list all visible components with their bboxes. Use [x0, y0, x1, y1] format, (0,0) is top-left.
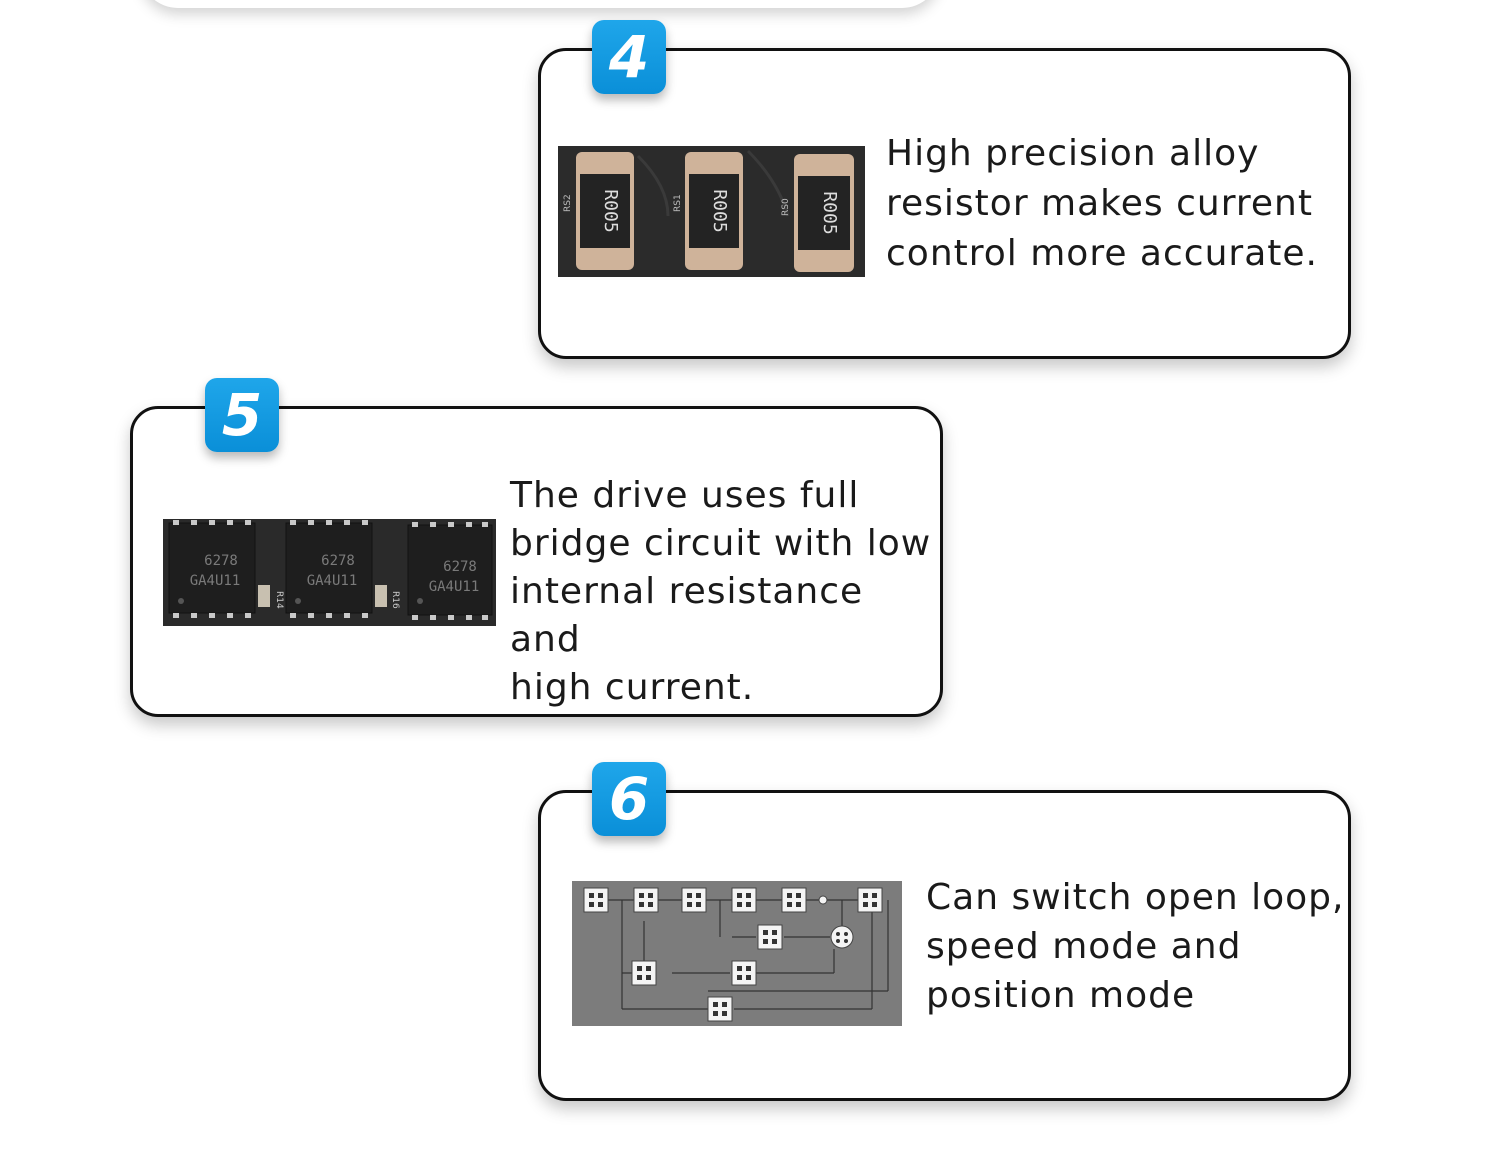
resistor-photo: R005 RS2 R005 RS1 R005 RS0 [558, 146, 865, 277]
card-5-line-1: The drive uses full [510, 475, 860, 516]
chip-1-line-1: 6278 [204, 553, 238, 569]
chip-2-line-2: GA4U11 [307, 573, 358, 589]
card-4-line-1: High precision alloy [886, 133, 1260, 174]
chip-3-line-2: GA4U11 [429, 579, 480, 595]
chip-1-line-2: GA4U11 [190, 573, 241, 589]
resistor-ref-1: RS2 [563, 194, 573, 212]
feature-card-4: R005 RS2 R005 RS1 R005 RS0 High precisio… [538, 48, 1351, 359]
chip-2-line-1: 6278 [321, 553, 355, 569]
mosfet-ref-2: R16 [390, 591, 400, 609]
card-6-line-2: speed mode and [926, 926, 1242, 967]
control-diagram [572, 881, 902, 1026]
previous-card-bottom [140, 0, 940, 8]
card-5-text: The drive uses full bridge circuit with … [510, 472, 940, 712]
card-5-line-4: high current. [510, 667, 755, 708]
chip-3-line-1: 6278 [443, 559, 477, 575]
card-5-line-2: bridge circuit with low [510, 523, 932, 564]
step-number-5-badge: 5 [205, 378, 279, 452]
step-number-4-badge: 4 [592, 20, 666, 94]
resistor-marking-1: R005 [600, 189, 621, 232]
card-4-text: High precision alloy resistor makes curr… [886, 129, 1318, 279]
card-6-text: Can switch open loop, speed mode and pos… [926, 873, 1344, 1020]
card-5-line-3: internal resistance and [510, 571, 864, 660]
feature-card-6: Can switch open loop, speed mode and pos… [538, 790, 1351, 1101]
resistor-ref-3: RS0 [781, 198, 791, 216]
feature-card-5: 6278 GA4U11 R14 6278 GA4U11 R16 [130, 406, 943, 717]
card-4-line-2: resistor makes current [886, 183, 1313, 224]
card-4-line-3: control more accurate. [886, 233, 1318, 274]
resistor-ref-2: RS1 [673, 194, 683, 212]
card-6-line-3: position mode [926, 975, 1196, 1016]
mosfet-ref-1: R14 [274, 591, 284, 609]
step-number-6-badge: 6 [592, 762, 666, 836]
resistor-marking-3: R005 [819, 191, 840, 234]
mosfet-photo: 6278 GA4U11 R14 6278 GA4U11 R16 [163, 519, 496, 626]
card-6-line-1: Can switch open loop, [926, 877, 1345, 918]
resistor-marking-2: R005 [709, 189, 730, 232]
